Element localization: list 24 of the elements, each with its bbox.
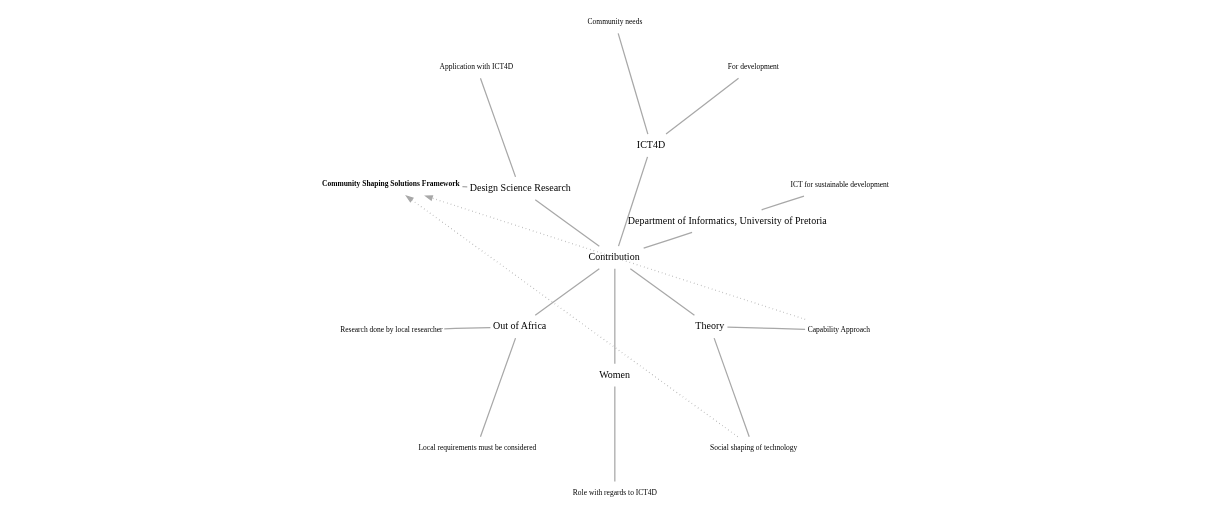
connector — [479, 77, 517, 178]
connector — [726, 326, 806, 330]
connector — [614, 268, 616, 365]
connector — [614, 385, 616, 483]
arrow — [424, 195, 806, 320]
node-text: Theory — [695, 320, 725, 332]
connector — [761, 195, 805, 211]
node-text: Out of Africa — [492, 320, 547, 332]
node-text: Department of Informatics, University of Pretoria — [627, 214, 827, 226]
arrow — [405, 195, 739, 438]
connector — [479, 337, 517, 438]
node-text: Contribution — [588, 250, 640, 262]
connector — [665, 77, 740, 135]
node-text: Women — [599, 368, 631, 380]
connector — [617, 156, 649, 247]
connector — [643, 231, 693, 249]
connector — [713, 337, 750, 438]
connector — [534, 199, 600, 247]
connector — [534, 268, 600, 316]
connector — [629, 268, 696, 316]
node-text: ICT4D — [636, 138, 666, 150]
node-text: Design Science Research — [469, 181, 571, 193]
connector — [617, 32, 649, 135]
connector — [443, 326, 491, 330]
